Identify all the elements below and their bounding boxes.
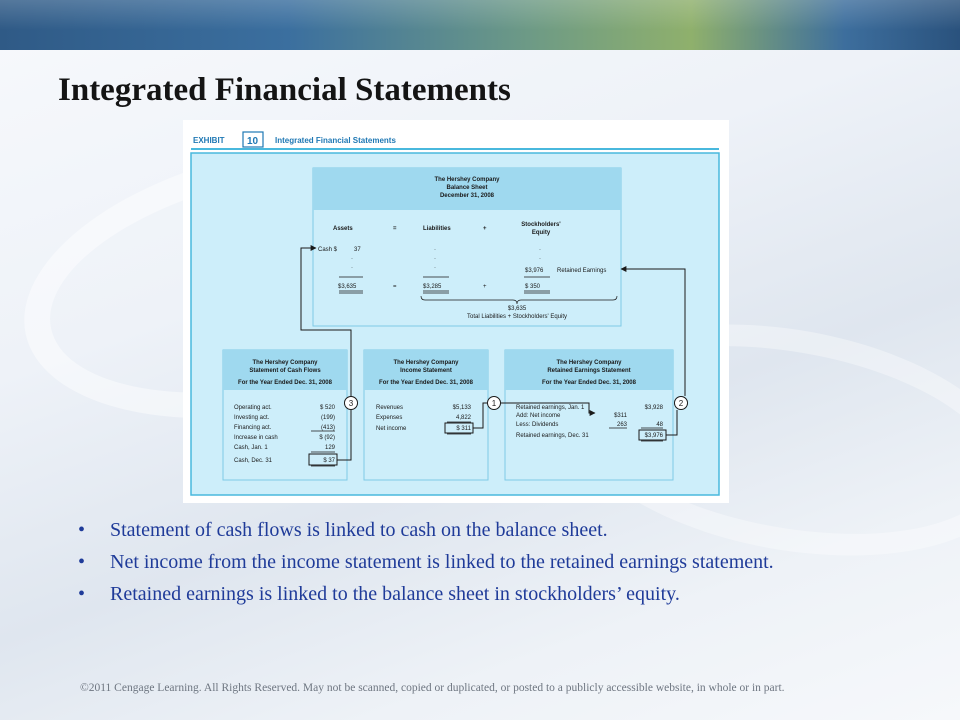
cf-row-value: (199) [321, 415, 335, 421]
bullet-item: • Net income from the income statement i… [78, 550, 918, 574]
bullet-glyph: • [78, 519, 86, 541]
bullet-list: • Statement of cash flows is linked to c… [78, 518, 918, 614]
cf-row-label: Investing act. [234, 415, 270, 421]
marker-3 [344, 396, 358, 410]
re-period: For the Year Ended Dec. 31, 2008 [542, 380, 637, 386]
is-name: Income Statement [400, 368, 452, 374]
exhibit-number-box [242, 131, 264, 148]
bs-plus: + [483, 284, 487, 290]
integrated-statements-diagram: EXHIBIT 10 Integrated Financial Statemen… [190, 131, 720, 496]
marker-2-label: 2 [679, 399, 684, 408]
cf-row-label: Increase in cash [234, 435, 278, 441]
re-mid-value: $311 [614, 413, 628, 419]
bullet-text: Retained earnings is linked to the balan… [110, 583, 680, 605]
bullet-item: • Retained earnings is linked to the bal… [78, 582, 918, 606]
re-row-label: Add: Net income [516, 413, 561, 419]
is-row-value: $5,133 [453, 405, 472, 411]
re-row-label: Retained earnings, Jan. 1 [516, 405, 585, 411]
bullet-glyph: • [78, 551, 86, 573]
bs-header-equals: = [393, 226, 397, 232]
bs-header-se-1: Stockholders' [521, 222, 561, 228]
bullet-text: Statement of cash flows is linked to cas… [110, 519, 608, 541]
bs-retained-earnings-value: $3,976 [525, 268, 544, 274]
bullet-item: • Statement of cash flows is linked to c… [78, 518, 918, 542]
cf-row-label: Operating act. [234, 405, 272, 411]
cf-name: Statement of Cash Flows [249, 368, 321, 374]
re-row-value: $3,976 [645, 433, 664, 439]
bs-cash-label: Cash $ [318, 247, 338, 253]
bs-dot: · [539, 247, 541, 253]
exhibit-label-box [191, 131, 245, 147]
bs-header-assets: Assets [333, 226, 353, 232]
cf-row-label: Financing act. [234, 425, 272, 431]
cf-row-label: Cash, Dec. 31 [234, 458, 273, 464]
income-statement: The Hershey Company Income Statement For… [363, 349, 489, 481]
bs-assets-total: $3,635 [338, 284, 357, 290]
balance-sheet: The Hershey Company Balance Sheet Decemb… [312, 167, 622, 327]
bullet-glyph: • [78, 583, 86, 605]
link-arrow-net-income [473, 402, 487, 429]
bullet-text: Net income from the income statement is … [110, 551, 774, 573]
cf-row-value: $ 520 [320, 405, 336, 411]
marker-1 [487, 396, 501, 410]
bs-cash-value: 37 [354, 247, 361, 253]
cf-row-value: $ 37 [323, 458, 335, 464]
bs-dot: · [434, 256, 436, 262]
exhibit-title: Integrated Financial Statements [275, 136, 396, 145]
bs-company: The Hershey Company [434, 177, 500, 183]
cash-flows-statement: The Hershey Company Statement of Cash Fl… [222, 349, 348, 481]
re-row-label: Retained earnings, Dec. 31 [516, 433, 589, 439]
copyright-notice: ©2011 Cengage Learning. All Rights Reser… [80, 682, 785, 694]
re-company: The Hershey Company [556, 360, 622, 366]
bs-name: Balance Sheet [446, 185, 487, 191]
cf-row-value: (413) [321, 425, 335, 431]
bs-grand-total: $3,635 [508, 306, 527, 312]
exhibit-figure: EXHIBIT 10 Integrated Financial Statemen… [183, 120, 729, 503]
bs-grand-total-label: Total Liabilities + Stockholders' Equity [467, 314, 567, 320]
bs-header-plus: + [483, 226, 487, 232]
cf-row-value: $ (92) [319, 435, 335, 441]
bs-dot: · [351, 265, 353, 271]
is-row-label: Revenues [376, 405, 403, 411]
bs-retained-earnings-label: Retained Earnings [557, 268, 606, 274]
bs-dot: · [434, 265, 436, 271]
is-row-label: Expenses [376, 415, 402, 421]
cf-row-value: 129 [325, 445, 336, 451]
is-company: The Hershey Company [393, 360, 459, 366]
slide-title: Integrated Financial Statements [58, 72, 511, 108]
re-row-label: Less: Dividends [516, 422, 558, 428]
re-name: Retained Earnings Statement [547, 368, 630, 374]
exhibit-label: EXHIBIT [193, 136, 225, 145]
marker-3-label: 3 [349, 399, 354, 408]
re-row-value: 48 [656, 422, 663, 428]
marker-2 [674, 396, 688, 410]
link-arrow-cash [337, 410, 352, 461]
exhibit-number: 10 [247, 136, 259, 147]
is-row-label: Net income [376, 426, 407, 432]
cf-company: The Hershey Company [252, 360, 318, 366]
bs-other-equity: $ 350 [525, 284, 541, 290]
bs-liabilities-total: $3,285 [423, 284, 442, 290]
bs-date: December 31, 2008 [440, 193, 495, 199]
link-arrow-retained-earnings [620, 266, 686, 396]
cf-period: For the Year Ended Dec. 31, 2008 [238, 380, 333, 386]
marker-1-label: 1 [492, 399, 497, 408]
bs-dot: · [434, 247, 436, 253]
is-period: For the Year Ended Dec. 31, 2008 [379, 380, 474, 386]
top-banner [0, 0, 960, 50]
retained-earnings-statement: The Hershey Company Retained Earnings St… [504, 349, 674, 481]
link-arrow-cash [300, 245, 352, 396]
bs-header-liabilities: Liabilities [423, 226, 451, 232]
link-arrow-net-income [501, 402, 596, 416]
bs-dot: · [539, 256, 541, 262]
bs-dot: · [351, 256, 353, 262]
re-mid-value: 263 [617, 422, 628, 428]
bs-equals: = [393, 284, 397, 290]
re-row-value: $3,928 [645, 405, 664, 411]
bs-header-se-2: Equity [532, 230, 551, 236]
cf-row-label: Cash, Jan. 1 [234, 445, 268, 451]
is-row-value: $ 311 [456, 426, 471, 432]
is-row-value: 4,822 [456, 415, 472, 421]
link-arrow-retained-earnings [666, 410, 678, 436]
